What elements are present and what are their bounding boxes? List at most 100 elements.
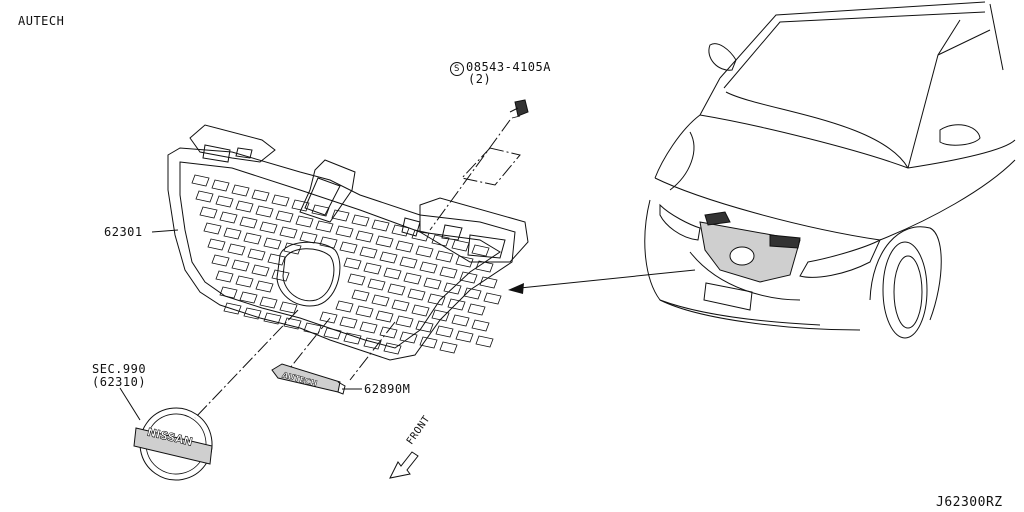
mesh-cell <box>355 305 374 318</box>
part-label-sec990-sub: (62310) <box>92 375 147 389</box>
screw-part-number: 08543-4105A <box>466 60 551 74</box>
mesh-cell <box>451 314 470 327</box>
mesh-cell <box>363 262 382 275</box>
location-arrow <box>508 269 696 294</box>
mesh-cell <box>235 200 254 213</box>
mesh-cell <box>415 245 434 258</box>
mesh-cell <box>335 300 354 313</box>
mesh-cell <box>371 219 390 232</box>
mesh-cell <box>231 184 250 197</box>
mesh-cell <box>455 330 474 343</box>
mesh-cell <box>419 336 438 349</box>
mesh-cell <box>363 337 382 350</box>
reference-lines <box>194 119 521 419</box>
mesh-cell <box>303 322 322 335</box>
mesh-cell <box>391 224 410 237</box>
mesh-cell <box>475 335 494 348</box>
mesh-cell <box>411 304 430 317</box>
mesh-cell <box>211 179 230 192</box>
mesh-cell <box>431 309 450 322</box>
mesh-cell <box>355 230 374 243</box>
mesh-cell <box>323 327 342 340</box>
vehicle-sketch <box>644 1 1016 339</box>
mesh-cell <box>379 326 398 339</box>
mesh-cell <box>343 332 362 345</box>
mesh-cell <box>411 229 430 242</box>
mesh-cell <box>351 289 370 302</box>
mesh-cell <box>259 221 278 234</box>
mesh-cell <box>319 236 338 249</box>
mesh-cell <box>271 194 290 207</box>
mesh-cell <box>391 299 410 312</box>
mesh-cell <box>395 315 414 328</box>
mesh-cell <box>399 256 418 269</box>
mesh-cell <box>231 259 250 272</box>
header-label: AUTECH <box>18 14 65 28</box>
mesh-cell <box>211 254 230 267</box>
mesh-cell <box>379 251 398 264</box>
mesh-cell <box>203 222 222 235</box>
mesh-cell <box>263 237 282 250</box>
mesh-cell <box>359 246 378 259</box>
mesh-cell <box>339 241 358 254</box>
mesh-cell <box>435 325 454 338</box>
mesh-cell <box>279 301 298 314</box>
mesh-cell <box>359 321 378 334</box>
mesh-cell <box>315 220 334 233</box>
drawing-id: J62300RZ <box>936 495 1003 510</box>
mesh-cell <box>395 240 414 253</box>
mesh-cell <box>215 195 234 208</box>
mesh-cell <box>383 342 402 355</box>
mesh-cell <box>255 205 274 218</box>
mesh-cell <box>423 277 442 290</box>
front-grille-assembly <box>167 124 529 361</box>
mesh-cell <box>371 294 390 307</box>
mesh-cell <box>311 204 330 217</box>
part-label-62890m: 62890M <box>364 382 411 396</box>
mesh-cell <box>251 189 270 202</box>
mesh-cell <box>475 260 494 273</box>
mesh-cell <box>435 250 454 263</box>
mesh-cell <box>375 310 394 323</box>
mesh-cell <box>455 255 474 268</box>
mesh-cell <box>219 211 238 224</box>
autech-plate-part <box>271 363 346 395</box>
mesh-cell <box>195 190 214 203</box>
mesh-cell <box>375 235 394 248</box>
mesh-cell <box>223 302 242 315</box>
mesh-cell <box>463 287 482 300</box>
mesh-cell <box>479 276 498 289</box>
mesh-cell <box>199 206 218 219</box>
mesh-cell <box>251 264 270 277</box>
mesh-cell <box>283 317 302 330</box>
mesh-cell <box>399 331 418 344</box>
mesh-cell <box>367 278 386 291</box>
mesh-cell <box>235 275 254 288</box>
emblem-part <box>133 407 213 481</box>
mesh-cell <box>247 248 266 261</box>
screw-quantity: (2) <box>468 72 492 86</box>
mesh-cell <box>331 209 350 222</box>
mesh-cell <box>383 267 402 280</box>
clip-screw <box>509 99 529 119</box>
mesh-cell <box>427 293 446 306</box>
mesh-cell <box>335 225 354 238</box>
mesh-cell <box>299 231 318 244</box>
mesh-cell <box>451 239 470 252</box>
part-label-62301: 62301 <box>104 225 143 239</box>
mesh-cell <box>279 226 298 239</box>
mesh-cell <box>343 257 362 270</box>
mesh-cell <box>275 210 294 223</box>
mesh-cell <box>415 320 434 333</box>
mesh-cell <box>219 286 238 299</box>
s-circle-icon: S <box>450 62 464 76</box>
mesh-cell <box>227 243 246 256</box>
mesh-cell <box>207 238 226 251</box>
mesh-cell <box>267 253 286 266</box>
mesh-cell <box>483 292 502 305</box>
mesh-cell <box>295 215 314 228</box>
mesh-cell <box>319 311 338 324</box>
mesh-cell <box>191 174 210 187</box>
